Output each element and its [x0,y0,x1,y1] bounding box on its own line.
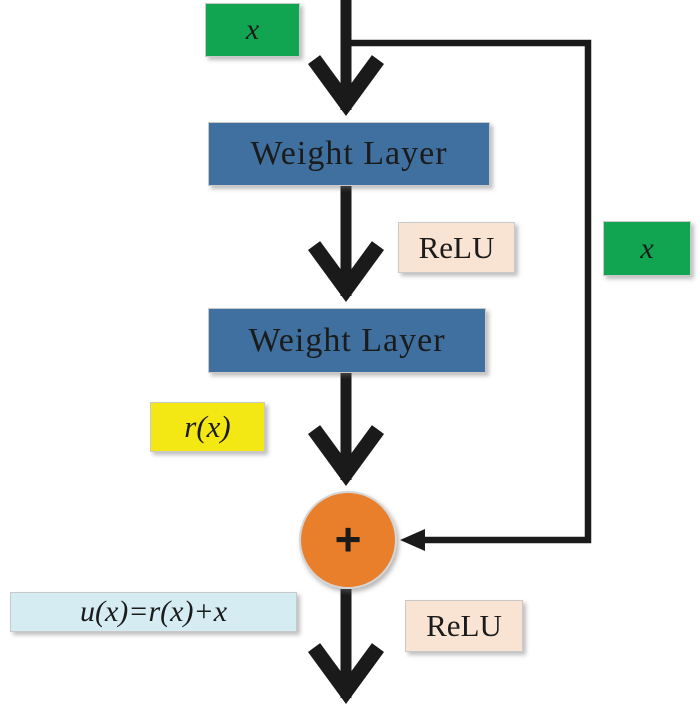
skip-x-label: x [640,231,654,265]
plus-symbol: + [334,513,362,565]
residual-rx-box: r(x) [150,402,265,452]
skip-x-box: x [603,221,691,276]
arrow-sum-to-output [308,589,384,704]
residual-rx-label: r(x) [184,409,231,444]
output-equation-box: u(x)=r(x)+x [10,592,297,632]
weight-layer-1-box: Weight Layer [208,122,490,186]
sum-node: + [299,491,397,589]
input-x-label: x [245,13,260,46]
output-equation-label: u(x)=r(x)+x [79,595,228,628]
relu-1-box: ReLU [398,222,515,273]
input-x-box: x [205,3,300,57]
relu-2-box: ReLU [405,600,523,652]
arrow-weight2-to-sum [308,373,384,486]
weight-layer-1-label: Weight Layer [250,135,448,172]
arrow-weight1-to-weight2 [308,186,384,302]
weight-layer-2-label: Weight Layer [248,321,446,359]
weight-layer-2-box: Weight Layer [208,308,486,373]
arrow-input-to-weight1 [308,0,384,116]
skip-arrowhead-icon [400,529,425,551]
relu-2-label: ReLU [426,608,502,643]
relu-1-label: ReLU [418,229,495,265]
skip-connection-path [350,39,592,551]
